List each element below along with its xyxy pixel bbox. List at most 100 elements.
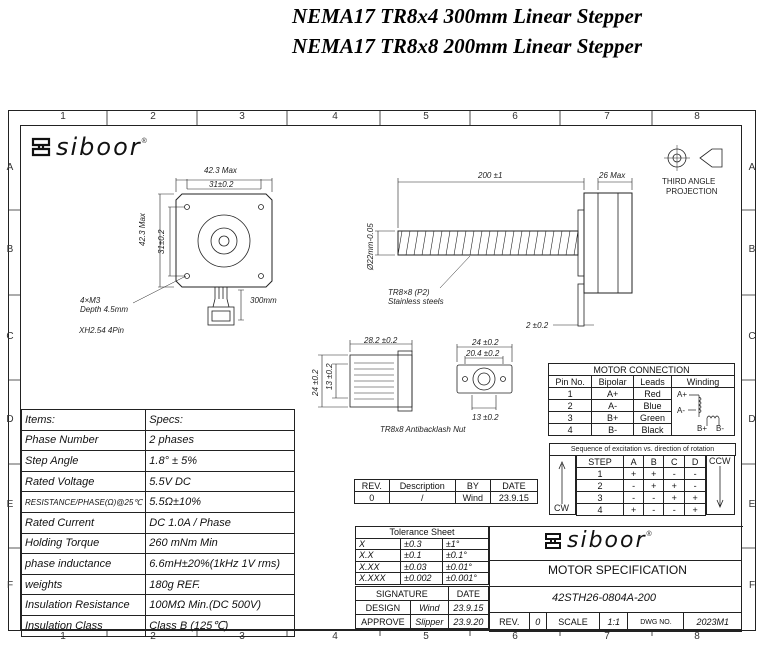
zone-right-b: B bbox=[748, 244, 756, 255]
title-block bbox=[489, 526, 743, 631]
brand-wordmark: siboor bbox=[567, 528, 647, 553]
dim-nut-boss: 13 ±0.2 bbox=[472, 413, 499, 422]
zone-right-a: A bbox=[748, 162, 756, 173]
motor-connection-table: MOTOR CONNECTION Pin No. Bipolar Leads W… bbox=[547, 363, 735, 436]
table-row: DESIGN Wind 23.9.15 bbox=[355, 600, 490, 615]
seq-cell: + bbox=[684, 491, 706, 504]
seq-cell: - bbox=[663, 467, 686, 480]
brand-logo-bottom: siboor ® bbox=[543, 528, 652, 553]
title-block-footer: REV. 0 SCALE 1:1 DWG NO. 2023M1 bbox=[489, 612, 742, 632]
seq-cell: - bbox=[623, 479, 645, 492]
zone-left-a: A bbox=[6, 162, 14, 173]
tol-cell: ±0.1 bbox=[400, 549, 443, 562]
seq-cell: - bbox=[684, 467, 706, 480]
thread-material: Stainless steels bbox=[388, 297, 444, 306]
footer-dwg-value: 2023M1 bbox=[683, 612, 742, 632]
dim-nut-width: 24 ±0.2 bbox=[472, 338, 499, 347]
spec-item: phase inductance bbox=[20, 553, 147, 575]
zone-top-3: 3 bbox=[239, 111, 245, 122]
spec-item: Rated Voltage bbox=[20, 470, 147, 493]
tolerance-table: Tolerance Sheet X±0.3±1° X.X±0.1±0.1° X.… bbox=[355, 526, 490, 585]
cable-length: 300mm bbox=[250, 296, 277, 305]
sig-role: DESIGN bbox=[355, 600, 411, 615]
spec-item: Phase Number bbox=[20, 429, 147, 452]
table-row: 2-++- bbox=[575, 479, 706, 492]
title-block-divider-2 bbox=[489, 586, 742, 587]
zone-top-1: 1 bbox=[60, 111, 66, 122]
table-row: 1 A+ Red bbox=[547, 387, 735, 436]
mc-pin: 2 bbox=[547, 399, 593, 412]
spec-item: Insulation Class bbox=[20, 614, 147, 637]
spec-item: Step Angle bbox=[20, 450, 147, 472]
part-number: 42STH26-0804A-200 bbox=[552, 592, 656, 604]
specs-header-spec: Specs: bbox=[145, 409, 295, 431]
table-row: X.XXX±0.002±0.001° bbox=[355, 572, 490, 585]
mount-holes-label: 4×M3 bbox=[80, 296, 101, 305]
sig-header-date: DATE bbox=[447, 586, 490, 601]
table-row: 4+--+ bbox=[575, 503, 706, 516]
spec-item: Holding Torque bbox=[20, 532, 147, 555]
zone-bottom-1: 1 bbox=[60, 631, 66, 642]
rev-cell: 23.9.15 bbox=[489, 491, 539, 504]
motor-spec-title: MOTOR SPECIFICATION bbox=[548, 563, 687, 577]
dim-screw-diameter: Ø22mm-0.05 bbox=[366, 223, 375, 270]
tol-cell: ±0.01° bbox=[441, 560, 490, 573]
mc-pin: 4 bbox=[547, 423, 593, 436]
zone-top-6: 6 bbox=[512, 111, 518, 122]
table-row: X.X±0.1±0.1° bbox=[355, 549, 490, 562]
motor-connection-title: MOTOR CONNECTION bbox=[548, 363, 735, 376]
seq-cell: - bbox=[623, 491, 645, 504]
seq-cell: + bbox=[643, 467, 665, 480]
seq-cell: 4 bbox=[575, 503, 625, 516]
seq-header-a: A bbox=[623, 455, 645, 468]
dim-nut-height: 24 ±0.2 bbox=[311, 369, 320, 396]
spec-value: 6.6mH±20%(1kHz 1V rms) bbox=[145, 553, 295, 575]
zone-bottom-4: 4 bbox=[332, 631, 338, 642]
seq-cell: 3 bbox=[575, 491, 625, 504]
spec-value: 1.8° ± 5% bbox=[145, 450, 295, 472]
spec-item: Insulation Resistance bbox=[20, 594, 147, 616]
mc-lead: Red bbox=[632, 387, 673, 400]
zone-left-c: C bbox=[6, 331, 14, 342]
zone-left-e: E bbox=[6, 499, 14, 510]
zone-right-c: C bbox=[748, 331, 756, 342]
seq-header-d: D bbox=[684, 455, 706, 468]
spec-value: Class B (125℃) bbox=[145, 614, 295, 637]
tol-cell: X.XX bbox=[355, 560, 401, 573]
spec-item: RESISTANCE/PHASE(Ω)@25℃ bbox=[20, 491, 147, 513]
winding-label-b-minus: B- bbox=[716, 424, 724, 433]
winding-diagram-cell bbox=[671, 387, 735, 436]
tol-cell: X bbox=[355, 537, 401, 550]
winding-label-a-plus: A+ bbox=[677, 390, 688, 399]
tol-cell: X.XXX bbox=[355, 572, 401, 585]
tol-cell: ±0.3 bbox=[400, 537, 443, 550]
seq-cell: 2 bbox=[575, 479, 625, 492]
dim-shaft-offset: 2 ±0.2 bbox=[526, 321, 549, 330]
spec-value: 260 mNm Min bbox=[145, 532, 295, 555]
footer-scale-label: SCALE bbox=[545, 612, 601, 632]
tol-cell: ±0.001° bbox=[441, 572, 490, 585]
mc-bipolar: A- bbox=[591, 399, 634, 412]
zone-bottom-7: 7 bbox=[604, 631, 610, 642]
mc-header-bipolar: Bipolar bbox=[591, 375, 634, 388]
seq-cell: - bbox=[643, 503, 665, 516]
dim-nut-inner-height: 13 ±0.2 bbox=[325, 363, 334, 390]
dim-nut-hole-spacing: 20.4 ±0.2 bbox=[466, 349, 500, 358]
brand-logo-top: siboor ® bbox=[30, 133, 147, 161]
table-row: X.XX±0.03±0.01° bbox=[355, 560, 490, 573]
tol-cell: ±0.1° bbox=[441, 549, 490, 562]
mc-lead: Blue bbox=[632, 399, 673, 412]
title-block-divider-1 bbox=[489, 560, 742, 561]
revision-table: REV. Description BY DATE 0 / Wind 23.9.1… bbox=[354, 479, 539, 504]
footer-rev-label: REV. bbox=[489, 612, 530, 632]
mc-bipolar: B+ bbox=[591, 411, 634, 424]
zone-top-7: 7 bbox=[604, 111, 610, 122]
mc-bipolar: A+ bbox=[591, 387, 634, 400]
mc-header-winding: Winding bbox=[671, 375, 735, 388]
